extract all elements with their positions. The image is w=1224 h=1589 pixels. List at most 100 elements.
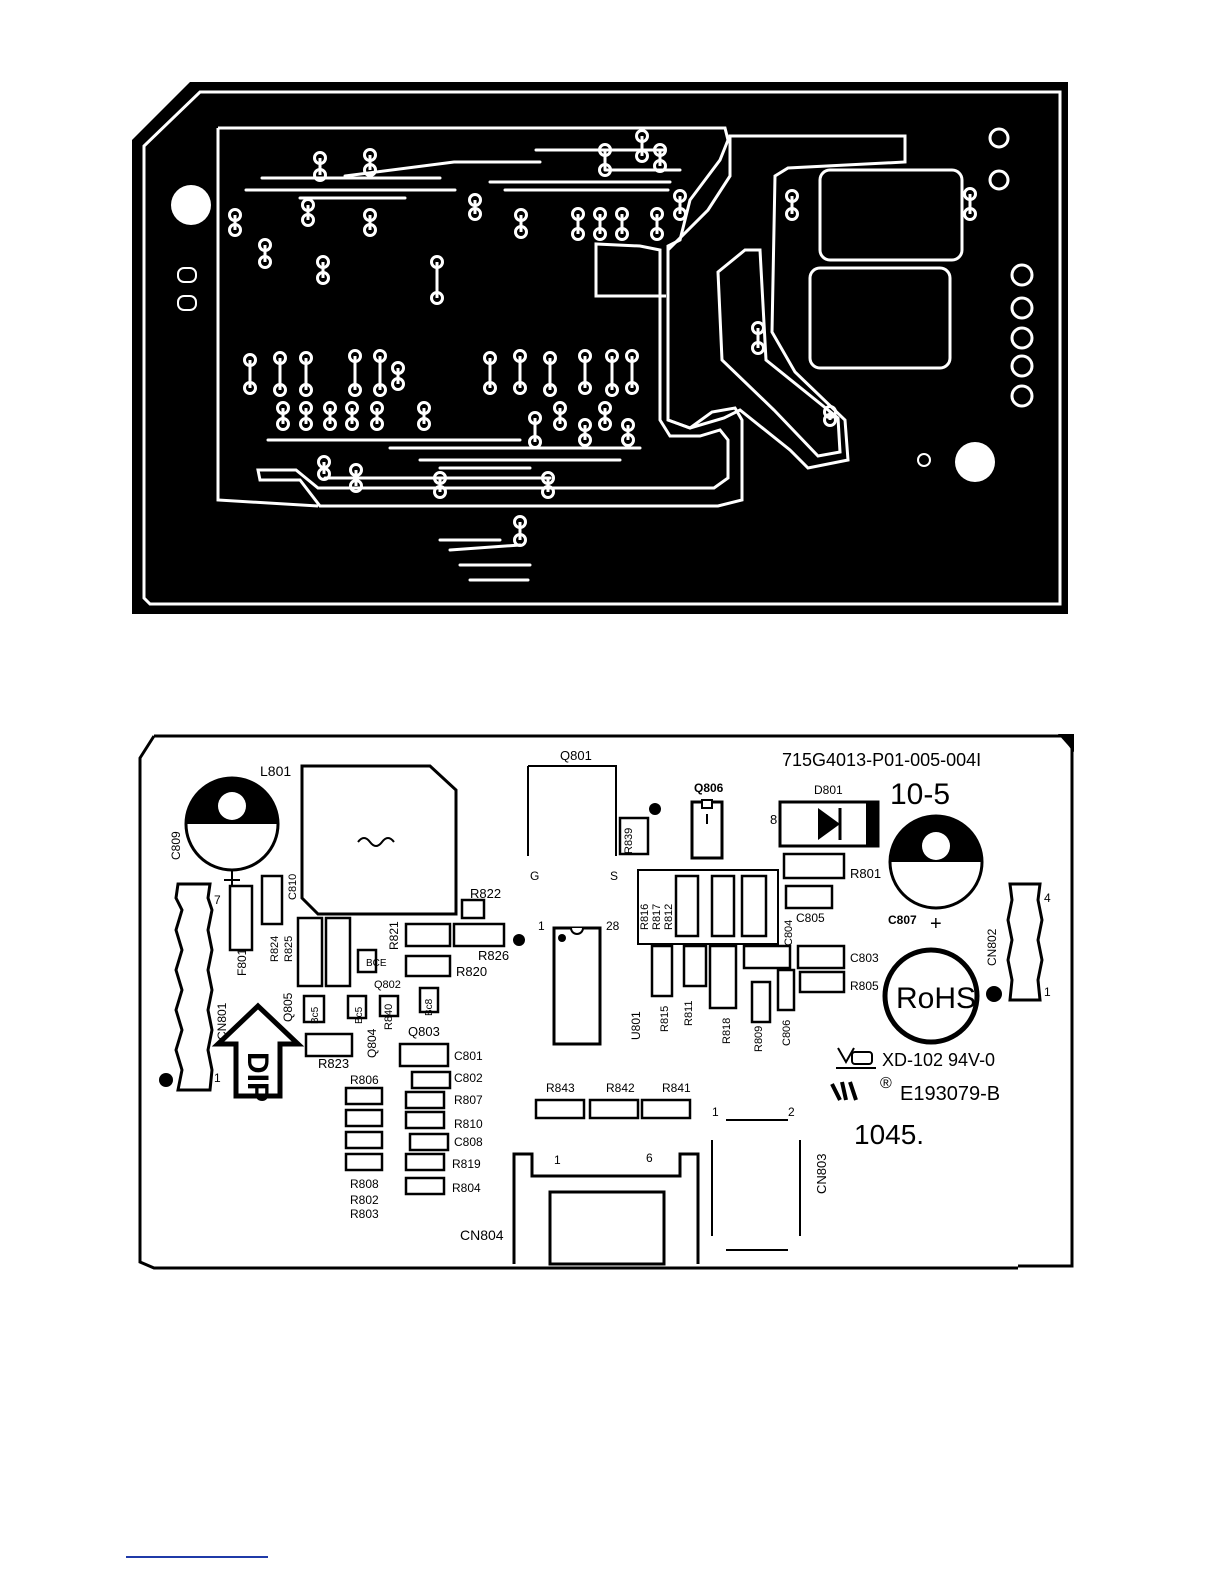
revision-label: 10-5: [890, 778, 950, 811]
smd-pad: [710, 874, 736, 938]
dip-arrow: [211, 1002, 305, 1099]
pin-label-u801-28: 28: [606, 919, 620, 933]
label-r809: R809: [753, 1026, 765, 1052]
label-r824: R824: [269, 936, 281, 962]
via-pair: [363, 208, 377, 237]
via-pair: [553, 401, 567, 431]
label-r812: R812: [663, 904, 675, 930]
via-pair: [963, 187, 977, 221]
smd-pad: [260, 874, 284, 926]
label-r840: R840: [383, 1004, 395, 1030]
label-c803: C803: [850, 951, 879, 965]
label-q802: Q802: [374, 979, 401, 991]
u801-left-marker: [513, 934, 525, 946]
smd-pad: [782, 852, 846, 880]
transistor-q806: [690, 799, 724, 860]
via-pair: [598, 143, 612, 177]
pin-label-cn804-6: 6: [646, 1151, 653, 1165]
via-pair: [228, 208, 242, 237]
smd-pad: [344, 1108, 384, 1128]
label-c805: C805: [796, 911, 825, 925]
ul-recognized-logo: [830, 1081, 858, 1101]
via-pair: [313, 151, 327, 182]
signal-traces: [244, 148, 682, 582]
smd-pad: [708, 944, 738, 1010]
pin-label-cn802-1: 1: [1044, 985, 1051, 999]
label-r826: R826: [478, 948, 509, 963]
label-f801: F801: [235, 948, 249, 976]
label-d801: D801: [814, 783, 843, 797]
label-r811: R811: [683, 1001, 695, 1026]
smd-pad: [640, 1098, 692, 1120]
pin-label-g: G: [530, 869, 539, 883]
via-pair: [578, 418, 592, 447]
via-pair: [468, 193, 482, 221]
via-pair: [528, 411, 542, 449]
transistor-q801-outline: [527, 765, 617, 856]
smd-pad: [404, 1110, 446, 1130]
mounting-hole-left: [171, 185, 211, 225]
board-outline-copper: [132, 82, 1068, 614]
copper-pad-large-1: [818, 168, 964, 262]
smd-pad: [404, 954, 452, 978]
via-pair: [513, 349, 527, 395]
via-pair: [417, 401, 431, 431]
smd-pad: [650, 944, 674, 998]
smd-pad: [796, 944, 846, 970]
via-pair: [349, 463, 363, 493]
label-r841: R841: [662, 1081, 691, 1095]
smd-pad: [346, 994, 368, 1020]
label-c802: C802: [454, 1071, 483, 1085]
c807-plus-mark: +: [930, 913, 942, 935]
via-pair: [391, 361, 405, 391]
pin-label-q805: Bc5: [310, 1006, 321, 1024]
smd-pad: [304, 1032, 354, 1058]
via-pair: [785, 189, 799, 221]
via-pair: [593, 207, 607, 241]
label-cn804: CN804: [460, 1227, 504, 1243]
label-c804: C804: [783, 920, 795, 946]
via-pair: [605, 349, 619, 397]
label-r801: R801: [850, 866, 881, 881]
manufacturer-logo: [836, 1047, 876, 1069]
smd-pad: [740, 874, 768, 938]
connector-cn803: [711, 1119, 801, 1251]
via-pair: [541, 471, 555, 499]
smd-pad: [324, 916, 352, 988]
label-r804: R804: [452, 1181, 481, 1195]
via-pair: [348, 349, 362, 397]
via-pair: [513, 515, 527, 547]
pin-label-cn804-1: 1: [554, 1153, 561, 1167]
via-pair: [258, 238, 272, 269]
label-r822: R822: [470, 886, 501, 901]
label-c807: C807: [888, 913, 917, 927]
smd-pad: [776, 968, 796, 1012]
label-r808: R808: [350, 1177, 379, 1191]
smd-pad: [356, 948, 378, 974]
capacitor-c807: [888, 814, 984, 910]
rohs-label: RoHS: [896, 982, 976, 1015]
via-pair: [323, 401, 337, 431]
footer-rule: [126, 1556, 268, 1558]
smd-pad: [404, 1176, 446, 1196]
smd-pad: [408, 1132, 450, 1152]
copper-pad-large-2: [808, 266, 952, 370]
dip-label: DIP: [241, 1052, 274, 1102]
label-r806: R806: [350, 1073, 379, 1087]
copper-layer-view: [132, 82, 1068, 614]
material-label: XD-102 94V-0: [882, 1050, 995, 1070]
label-r820: R820: [456, 964, 487, 979]
inductor-l801-outline: [300, 764, 458, 916]
label-c810: C810: [287, 874, 299, 900]
label-q803: Q803: [408, 1024, 440, 1039]
ic-u801: [552, 926, 602, 1046]
via-pair: [273, 351, 287, 397]
label-q804: Q804: [365, 1028, 379, 1058]
via-pair: [373, 349, 387, 397]
resistor-array-frame: [637, 869, 779, 945]
via-pair: [598, 401, 612, 431]
label-q806: Q806: [694, 781, 724, 795]
ul-file-label: E193079-B: [900, 1083, 1000, 1105]
